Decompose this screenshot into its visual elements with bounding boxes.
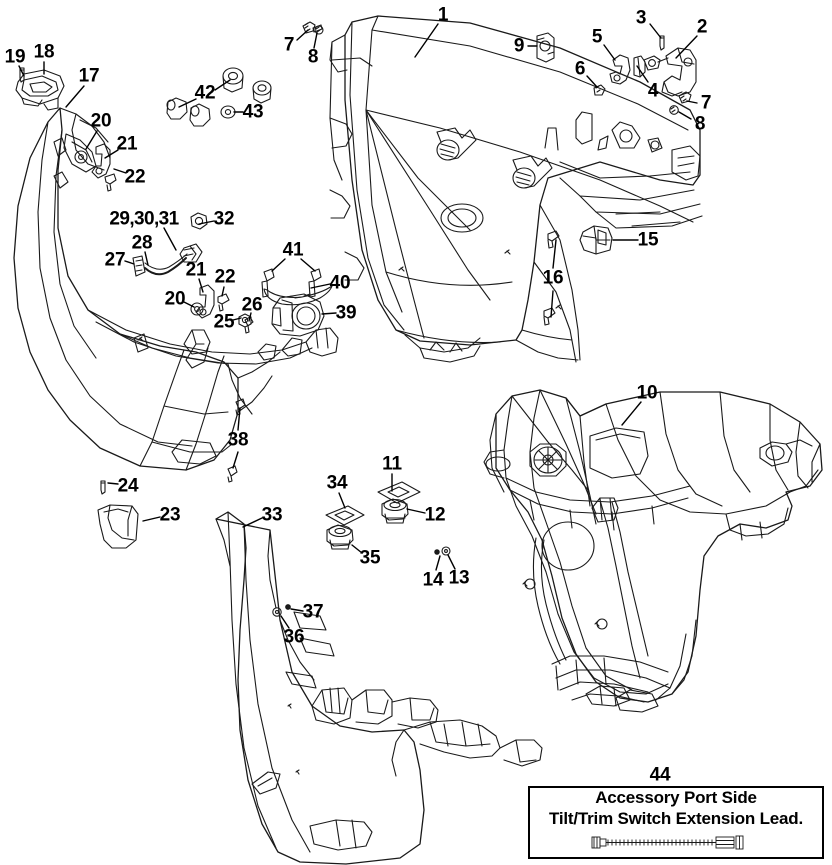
callout-1: 1 xyxy=(437,4,449,26)
callout-22b: 22 xyxy=(214,266,236,288)
part-21a-hook xyxy=(91,143,111,179)
callout-37: 37 xyxy=(302,601,324,623)
part-8a-washer xyxy=(314,25,324,35)
callout-17: 17 xyxy=(78,65,100,87)
callout-8a: 8 xyxy=(307,46,319,68)
callout-19: 19 xyxy=(4,46,26,68)
part-22a-screw xyxy=(104,173,117,192)
callout-6: 6 xyxy=(574,58,586,80)
callout-12: 12 xyxy=(424,504,446,526)
accessory-lead-caption-box: Accessory Port Side Tilt/Trim Switch Ext… xyxy=(528,786,824,859)
callout-23: 23 xyxy=(159,504,181,526)
part-29-30-31-connector xyxy=(179,243,203,263)
callout-35: 35 xyxy=(359,547,381,569)
part-35-grommet xyxy=(326,524,354,550)
callout-5: 5 xyxy=(591,26,603,48)
callout-8b: 8 xyxy=(694,113,706,135)
callout-26: 26 xyxy=(241,294,263,316)
callout-20a: 20 xyxy=(90,110,112,132)
callout-20b: 20 xyxy=(164,288,186,310)
callout-40: 40 xyxy=(329,272,351,294)
callout-13: 13 xyxy=(448,567,470,589)
part-12-grommet xyxy=(381,498,409,524)
part-26-screw xyxy=(244,316,254,334)
callout-24: 24 xyxy=(117,475,139,497)
callout-22a: 22 xyxy=(124,166,146,188)
part-17-port-cover xyxy=(13,107,339,471)
callout-29,30,31: 29,30,31 xyxy=(109,208,179,230)
callout-21a: 21 xyxy=(116,133,138,155)
callout-36: 36 xyxy=(283,626,305,648)
part-5-latch-hook xyxy=(609,54,631,85)
callout-18: 18 xyxy=(33,41,55,63)
part-23-bracket xyxy=(97,504,139,549)
part-24-pin xyxy=(100,480,106,495)
part-18-handle xyxy=(15,69,65,111)
part-1-starboard-cover xyxy=(329,15,703,363)
callout-34: 34 xyxy=(326,472,348,494)
callout-38: 38 xyxy=(227,429,249,451)
part-20a-washer xyxy=(74,150,88,164)
caption-line-2: Tilt/Trim Switch Extension Lead. xyxy=(548,808,803,828)
callout-32: 32 xyxy=(213,208,235,230)
extension-lead-icon xyxy=(591,836,744,850)
callout-39: 39 xyxy=(335,302,357,324)
callout-42: 42 xyxy=(194,82,216,104)
callout-21b: 21 xyxy=(185,259,207,281)
callout-7b: 7 xyxy=(700,92,712,114)
caption-line-1: Accessory Port Side xyxy=(595,788,757,807)
part-15-connector-clip xyxy=(579,225,613,255)
callout-11: 11 xyxy=(382,453,402,475)
part-11-plate xyxy=(377,481,421,504)
part-9-clip xyxy=(536,32,555,63)
part-34-plate xyxy=(325,505,365,526)
callout-10: 10 xyxy=(636,382,658,404)
part-21b-hook xyxy=(195,284,215,319)
part-13-washer xyxy=(441,546,451,556)
part-4-bushing xyxy=(633,55,646,78)
part-33-front-cover xyxy=(215,511,543,865)
callout-33: 33 xyxy=(261,504,283,526)
callout-44: 44 xyxy=(649,764,671,786)
callout-2: 2 xyxy=(696,16,708,38)
part-14-pin xyxy=(434,549,440,555)
callout-3: 3 xyxy=(635,7,647,29)
part-43-washer xyxy=(220,105,236,119)
callout-9: 9 xyxy=(513,35,525,57)
callout-4: 4 xyxy=(647,80,659,102)
callout-28: 28 xyxy=(131,232,153,254)
callout-25: 25 xyxy=(213,311,235,333)
callout-7a: 7 xyxy=(283,34,295,56)
callout-15: 15 xyxy=(637,229,659,251)
callout-43: 43 xyxy=(242,101,264,123)
part-37-pin xyxy=(285,604,291,610)
part-27-switch xyxy=(132,255,146,277)
part-39-grommet-housing xyxy=(271,293,325,337)
callout-14: 14 xyxy=(422,569,444,591)
callout-16: 16 xyxy=(542,267,564,289)
part-3-pin xyxy=(659,35,665,51)
part-22b-screw xyxy=(217,293,230,312)
part-8b-washer xyxy=(669,105,679,115)
part-28-cable xyxy=(144,253,188,276)
part-32-nut xyxy=(190,212,208,230)
callout-27: 27 xyxy=(104,249,126,271)
part-10-support-bracket xyxy=(483,389,823,713)
callout-41: 41 xyxy=(282,239,304,261)
